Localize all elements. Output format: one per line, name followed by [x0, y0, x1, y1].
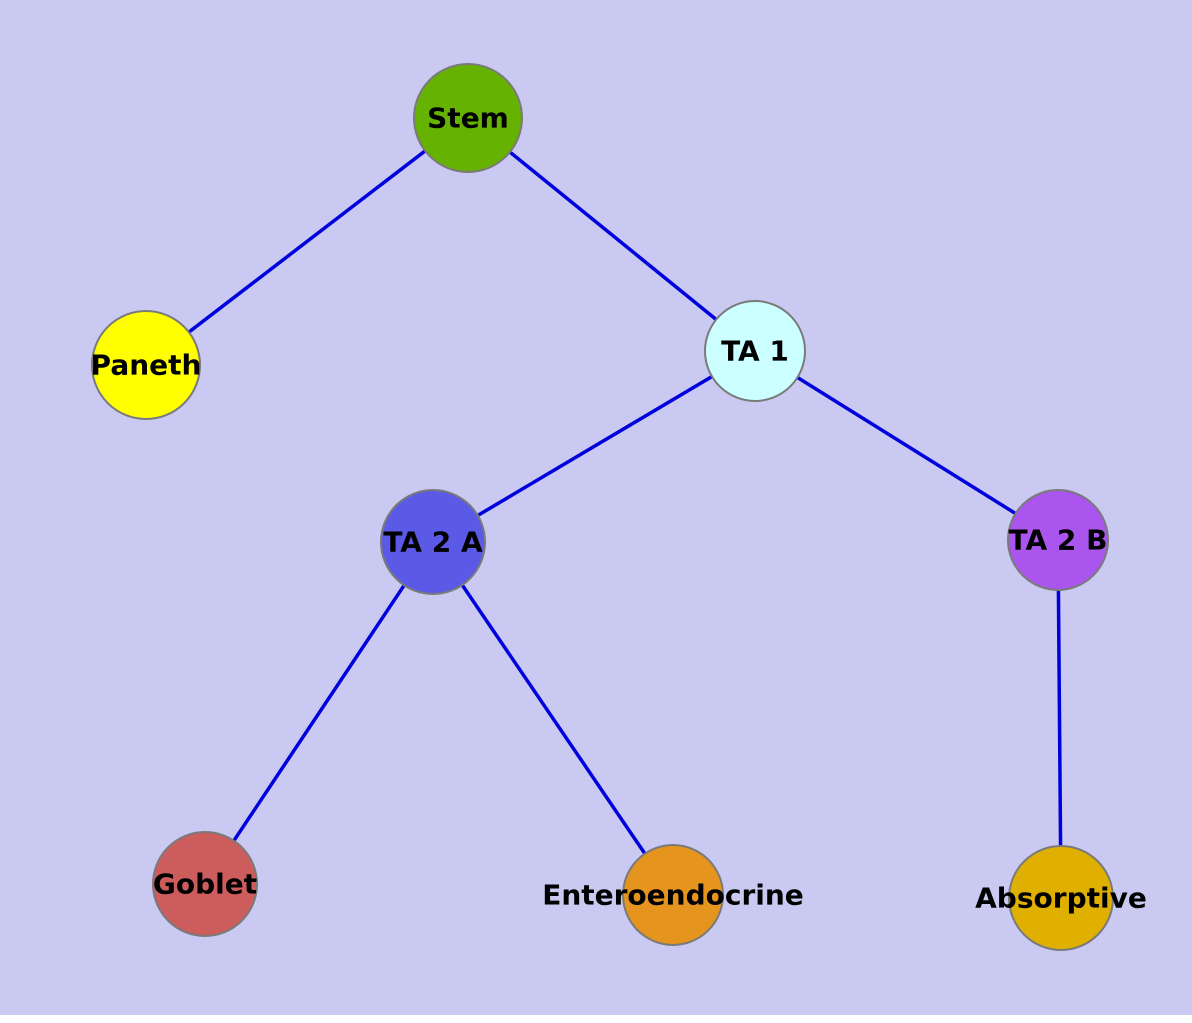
node-circle-stem[interactable] — [413, 63, 523, 173]
edge-ta1-ta2b — [754, 349, 1059, 542]
edge-ta2a-enteroendocrine — [431, 541, 675, 896]
node-circle-paneth[interactable] — [91, 310, 201, 420]
node-stem[interactable] — [413, 63, 523, 173]
node-circle-enteroendocrine[interactable] — [622, 844, 724, 946]
node-ta2a[interactable] — [380, 489, 486, 595]
edge-stem-ta1 — [466, 116, 757, 353]
node-goblet[interactable] — [152, 831, 258, 937]
edge-ta2a-goblet — [203, 541, 435, 885]
node-enteroendocrine[interactable] — [622, 844, 724, 946]
edge-ta1-ta2a — [432, 349, 756, 544]
node-circle-ta1[interactable] — [704, 300, 806, 402]
node-circle-absorptive[interactable] — [1008, 845, 1114, 951]
edge-stem-paneth — [144, 116, 470, 367]
node-paneth[interactable] — [91, 310, 201, 420]
node-absorptive[interactable] — [1008, 845, 1114, 951]
node-circle-goblet[interactable] — [152, 831, 258, 937]
node-ta2b[interactable] — [1007, 489, 1109, 591]
node-ta1[interactable] — [704, 300, 806, 402]
node-circle-ta2b[interactable] — [1007, 489, 1109, 591]
node-circle-ta2a[interactable] — [380, 489, 486, 595]
edge-ta2b-absorptive — [1056, 539, 1063, 899]
